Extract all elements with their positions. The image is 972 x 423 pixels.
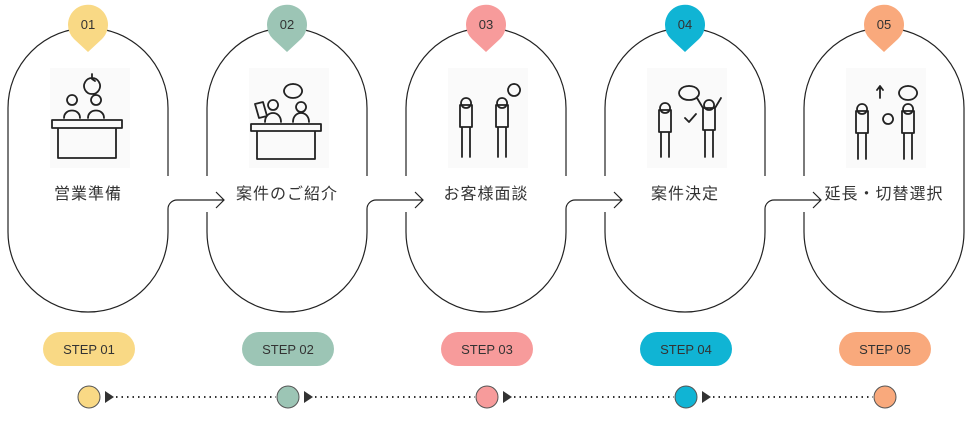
connector-arrow [764, 191, 822, 232]
timeline-arrow-icon [304, 391, 313, 403]
timeline-dot [674, 385, 698, 409]
card-outline-bottom [405, 212, 567, 313]
card-outline-bottom [803, 212, 965, 313]
step-title: 延長・切替選択 [824, 184, 944, 203]
timeline-dot [873, 385, 897, 409]
step-number: 02 [279, 17, 295, 32]
connector-arrow [167, 191, 225, 232]
timeline-dot [77, 385, 101, 409]
step-number-badge [664, 4, 705, 52]
step-pill: STEP 02 [242, 332, 334, 366]
card-outline-bottom [7, 176, 169, 313]
timeline-arrow-icon [503, 391, 512, 403]
step-card-05 [803, 27, 965, 313]
step-title: 案件決定 [650, 184, 719, 203]
two-people-options-arrows-icon [846, 68, 926, 168]
card-outline-bottom [206, 212, 368, 313]
timeline-dot [276, 385, 300, 409]
people-at-desk-clock-icon [50, 68, 130, 168]
step-pill: STEP 01 [43, 332, 135, 366]
step-title: お客様面談 [443, 184, 529, 203]
step-title: 案件のご紹介 [235, 184, 338, 203]
step-card-02 [206, 27, 368, 313]
step-number-badge [67, 4, 108, 53]
timeline-dot [475, 385, 499, 409]
step-title: 営業準備 [53, 184, 122, 203]
step-card-01 [7, 27, 169, 313]
card-outline-bottom [604, 212, 766, 313]
step-pill: STEP 04 [640, 332, 732, 366]
step-number-badge [266, 4, 307, 53]
step-number: 01 [80, 17, 96, 32]
step-number: 05 [876, 17, 892, 32]
step-card-04 [604, 27, 766, 313]
timeline-arrow-icon [702, 391, 711, 403]
two-people-meeting-icon [448, 68, 528, 168]
step-number: 04 [677, 17, 693, 32]
step-pill: STEP 05 [839, 332, 931, 366]
step-number-badge [863, 4, 904, 52]
step-number-badge [465, 4, 506, 52]
people-at-desk-briefcase-question-icon [249, 68, 329, 168]
connector-arrow [366, 191, 424, 232]
timeline-arrow-icon [105, 391, 114, 403]
two-people-celebrating-check-icon [647, 68, 727, 168]
step-number: 03 [478, 17, 494, 32]
step-pill: STEP 03 [441, 332, 533, 366]
step-card-03 [405, 27, 567, 313]
connector-arrow [565, 191, 623, 232]
